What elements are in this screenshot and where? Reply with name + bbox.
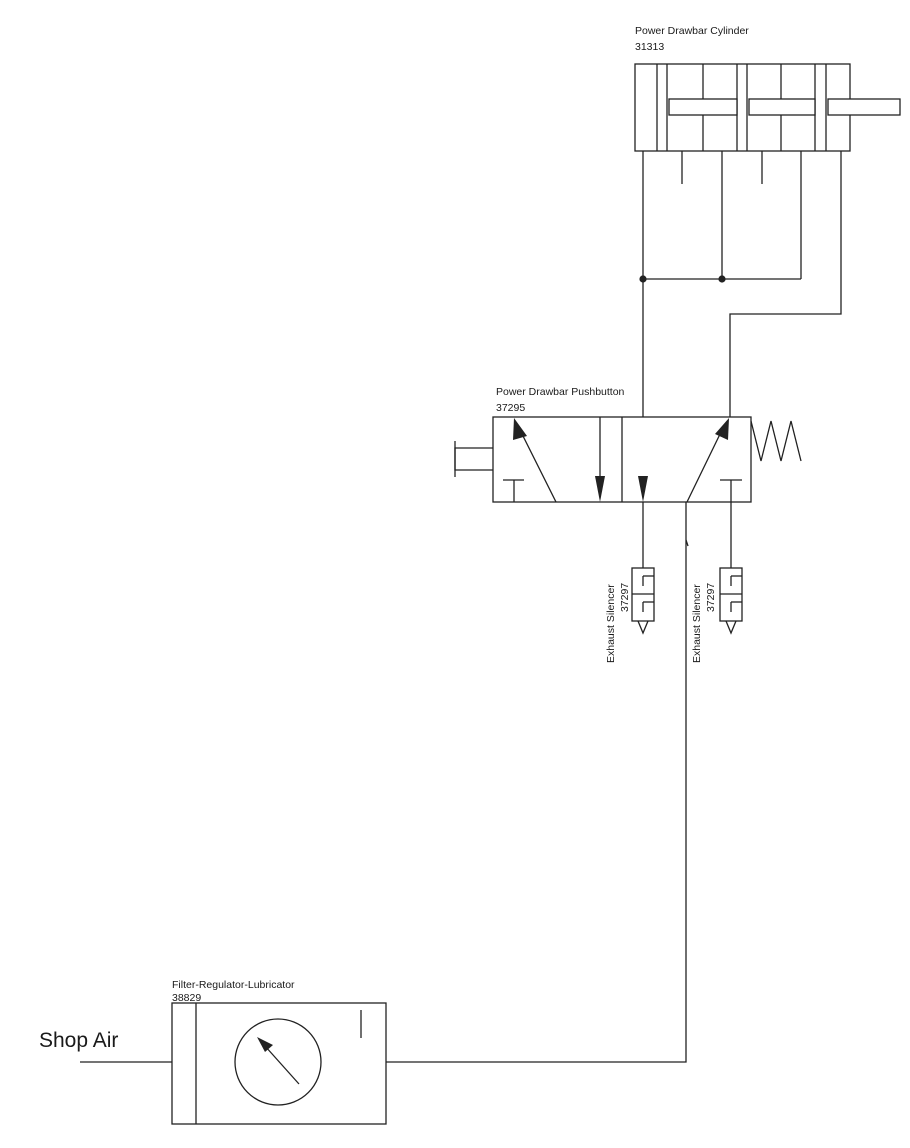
pressure-gauge-icon: [234, 1018, 322, 1106]
cylinder-part-number: 31313: [635, 41, 664, 53]
valve-outlet-piping: [386, 502, 732, 1063]
pushbutton-title: Power Drawbar Pushbutton: [496, 386, 625, 398]
return-spring: [750, 420, 802, 462]
filter-regulator-lubricator: [171, 1002, 387, 1125]
pushbutton-part-number: 37295: [496, 402, 525, 414]
junction-dot: [639, 275, 647, 283]
cylinder-title: Power Drawbar Cylinder: [635, 25, 749, 37]
junction-dot: [718, 275, 726, 283]
frl-title: Filter-Regulator-Lubricator: [172, 979, 295, 991]
cylinder-piping: [639, 186, 842, 478]
pushbutton-actuator: [454, 447, 493, 471]
silencer-left-title: Exhaust Silencer: [605, 584, 617, 663]
silencer-left-part-number: 37297: [619, 583, 631, 612]
exhaust-silencer-left: [631, 567, 655, 635]
shop-air-label: Shop Air: [39, 1029, 118, 1052]
power-drawbar-cylinder: [634, 63, 901, 186]
silencer-right-title: Exhaust Silencer: [691, 584, 703, 663]
frl-part-number: 38829: [172, 992, 201, 1004]
exhaust-silencer-right: [719, 567, 743, 635]
power-drawbar-pushbutton-valve: [454, 416, 802, 503]
silencer-right-part-number: 37297: [705, 583, 717, 612]
